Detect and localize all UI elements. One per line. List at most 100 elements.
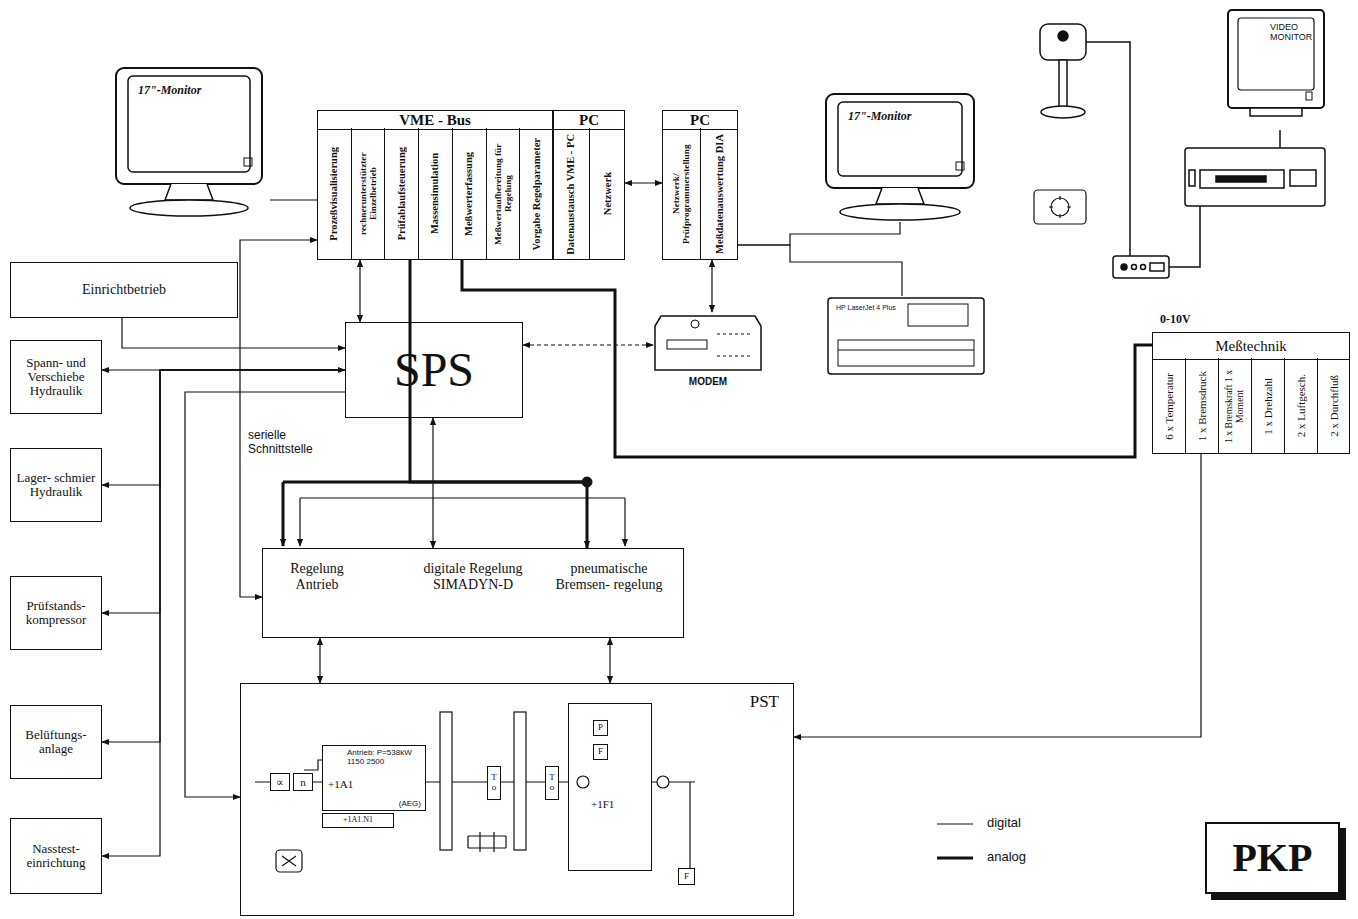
- label-text: ∝: [276, 776, 284, 788]
- digital-line: [122, 318, 345, 348]
- vme-module: rechnerunterstützter Einzelbetrieb: [351, 128, 385, 260]
- label-text: 17"-Monitor: [848, 110, 911, 124]
- digital-line: [319, 638, 320, 683]
- converter-box: +1A1.N1: [322, 813, 394, 828]
- label-text: Prozeßvisualisierung: [328, 147, 340, 241]
- measurement-channel: 2 x Luftgesch.: [1284, 358, 1317, 454]
- label-text: Datenaustausch VME - PC: [565, 134, 577, 255]
- digital-line: [359, 260, 360, 322]
- pc-module: Netzwerk: [589, 128, 625, 260]
- digital-line: [185, 392, 345, 797]
- label-text: VIDEO MONITOR: [1270, 22, 1314, 42]
- label-text: (AEG): [399, 799, 421, 808]
- digital-line: [240, 240, 317, 597]
- digital-line: [102, 370, 345, 613]
- label-text: MODEM: [653, 376, 763, 388]
- pc-rack: PCNetzwerk/ Prüfprogrammerstellung Meßdat…: [662, 110, 738, 260]
- measurement-rack: Meßtechnik 6 x Temperatur 1 x Bremsdruck 1 …: [1152, 332, 1350, 454]
- device-box: Lager- schmier Hydraulik: [10, 448, 102, 522]
- digital-line: [711, 260, 712, 312]
- digital-line: [102, 370, 345, 742]
- label-text: SPS: [394, 344, 474, 397]
- digital-line: [625, 182, 662, 183]
- analog-line: [410, 260, 587, 548]
- label-text: Netzwerk/ Prüfprogrammerstellung: [671, 128, 692, 260]
- label-text: Spann- und Verschiebe Hydraulik: [13, 356, 99, 399]
- modem: MODEM: [653, 312, 763, 392]
- symbol-box: P: [593, 720, 608, 736]
- label-text: PC: [663, 111, 737, 130]
- label-text: 2 x Luftgesch.: [1295, 374, 1307, 437]
- symbol-box: F: [593, 744, 608, 760]
- edge-label: serielle Schnittstelle: [246, 428, 330, 456]
- legend-sample: [935, 848, 975, 868]
- digital-line: [102, 370, 345, 856]
- digital-line: [738, 245, 902, 296]
- camera: [1040, 24, 1200, 278]
- label-text: F: [684, 872, 689, 882]
- label-text: Lager- schmier Hydraulik: [13, 471, 99, 500]
- label-text: Vorgabe Regelparameter: [531, 138, 543, 250]
- vme-module: Prozeßvisualisierung: [317, 128, 351, 260]
- label-text: VME - Bus: [318, 111, 552, 130]
- label-text: +1F1: [591, 798, 614, 811]
- vme-module: Meßwertaufbereitung für Regelung: [486, 128, 520, 260]
- pc-module: Meßdatenauswertung DIA: [700, 128, 738, 260]
- controller-box: Regelung Antriebdigitale Regelung SIMADY…: [262, 548, 684, 638]
- symbol-box: n: [293, 773, 313, 791]
- label-text: HP LaserJet 4 Plus: [836, 304, 896, 312]
- sensor-box: T o: [487, 766, 501, 800]
- label-text: Antrieb: P=538kW 1150 2500: [347, 748, 423, 766]
- label-text: Prüfablaufsteuerung: [396, 147, 408, 240]
- test-bench-frame: PST ∝ n Antrieb: P=538kW 1150 2500 +1A1 (AEG)…: [240, 683, 794, 916]
- symbol-box: F: [678, 868, 695, 885]
- pc-rack: PC Datenaustausch VME - PC Netzwerk: [553, 110, 625, 260]
- digital-line: [270, 199, 317, 200]
- digital-line: [609, 638, 610, 683]
- vme-module: Vorgabe Regelparameter: [519, 128, 553, 260]
- vme-bus-rack: VME - BusProzeßvisualisierung rechnerunte…: [317, 110, 553, 260]
- label-text: 1 x Bremskraft 1 x Moment: [1224, 358, 1246, 454]
- measurement-channel: 6 x Temperatur: [1152, 358, 1185, 454]
- video-monitor: VIDEO MONITOR: [1226, 8, 1326, 130]
- computer-monitor: 17"-Monitor: [818, 92, 982, 222]
- drive-motor: Antrieb: P=538kW 1150 2500 +1A1 (AEG): [322, 745, 426, 811]
- measurement-channel: 1 x Bremsdruck: [1185, 358, 1218, 454]
- device-box: Spann- und Verschiebe Hydraulik: [10, 340, 102, 414]
- label-text: PC: [554, 111, 624, 130]
- label-text: 1 x Bremsdruck: [1196, 371, 1208, 441]
- label-text: T o: [490, 773, 498, 793]
- label-text: Meßtechnik: [1153, 333, 1349, 360]
- device-box: Belüftungs- anlage: [10, 705, 102, 779]
- label-text: Nasstest- einrichtung: [13, 842, 99, 871]
- label-text: Einrichtbetrieb: [82, 282, 166, 297]
- measurement-channel: 2 x Durchfluß: [1317, 358, 1350, 454]
- label-text: 6 x Temperatur: [1163, 373, 1175, 440]
- remote-control: [1034, 190, 1086, 224]
- label-text: +1A1: [328, 778, 353, 791]
- device-box: Prüfstands- kompressor: [10, 576, 102, 650]
- computer-monitor: 17"-Monitor: [108, 66, 270, 218]
- device-box: Einrichtbetrieb: [10, 262, 238, 318]
- label-text: T o: [548, 773, 556, 793]
- signal-label: 0-10V: [1158, 312, 1193, 327]
- label-text: 1 x Drehzahl: [1262, 378, 1274, 435]
- printer: HP LaserJet 4 Plus: [826, 296, 986, 376]
- label-text: rechnerunterstützter Einzelbetrieb: [358, 128, 379, 260]
- digital-line: [794, 454, 1201, 737]
- vme-module: Prüfablaufsteuerung: [384, 128, 418, 260]
- measurement-channel: 1 x Drehzahl: [1251, 358, 1284, 454]
- label-text: PKP: [1233, 836, 1313, 880]
- test-bench-drawing: [255, 712, 695, 872]
- label-text: Belüftungs- anlage: [13, 728, 99, 757]
- label-text: Meßwerterfassung: [463, 152, 475, 236]
- label-text: Regelung Antrieb: [277, 561, 357, 593]
- legend-sample: [935, 814, 975, 834]
- label-text: PST: [750, 692, 779, 712]
- label-text: 2 x Durchfluß: [1328, 375, 1340, 437]
- label-text: +1A1.N1: [343, 816, 373, 825]
- branch-lines: [283, 477, 625, 546]
- video-recorder: [1185, 130, 1325, 206]
- digital-line: [523, 344, 653, 345]
- label-text: Netzwerk: [602, 172, 614, 215]
